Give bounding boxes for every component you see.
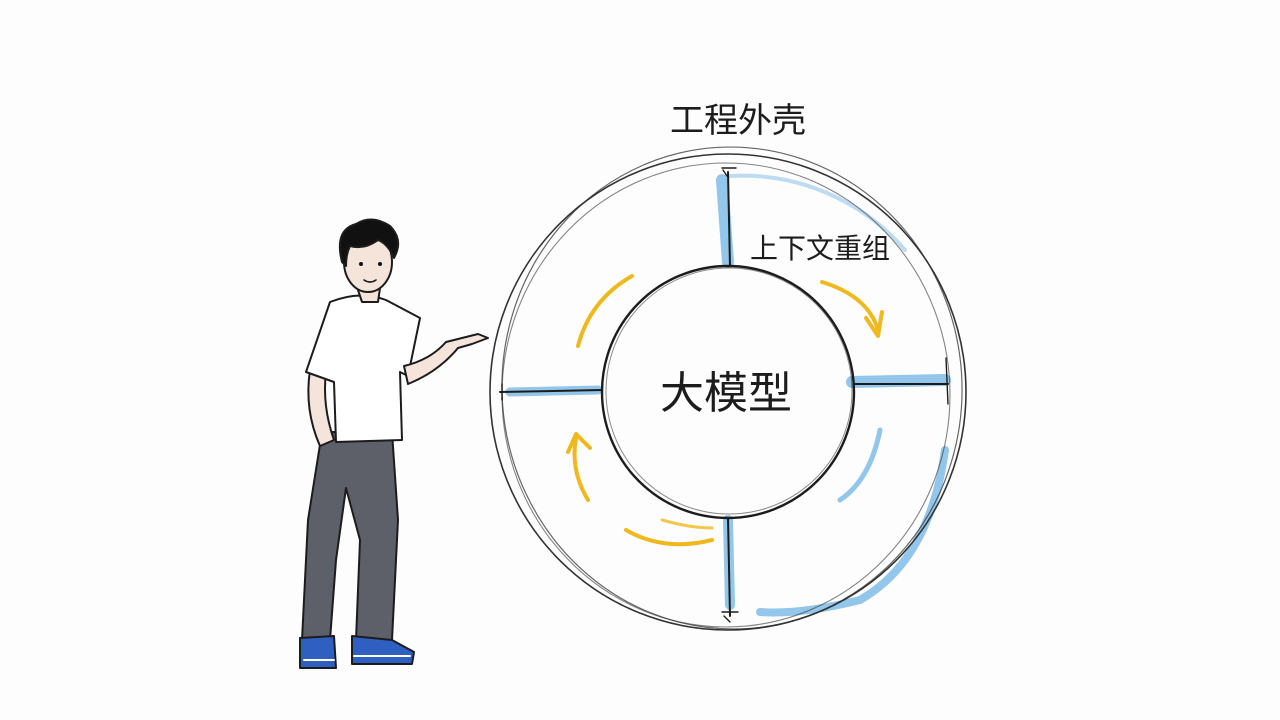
left-shoe — [299, 635, 337, 669]
spoke-lines — [499, 167, 949, 623]
arrow-icon — [820, 280, 880, 332]
tshirt — [305, 294, 421, 443]
person-pointing-figure — [299, 218, 489, 669]
pointing-arm — [403, 333, 489, 385]
arrow-icon — [624, 528, 714, 547]
arrow-icon — [572, 436, 590, 502]
outer-shell-label: 工程外壳 — [670, 101, 806, 141]
left-arm — [307, 369, 335, 447]
spoke-left — [499, 389, 603, 393]
pants — [301, 431, 399, 641]
rotation-arrows — [566, 274, 884, 547]
hair — [338, 218, 400, 267]
core-model-label: 大模型 — [660, 368, 792, 419]
right-shoe — [351, 635, 415, 665]
context-ring-label: 上下文重组 — [750, 232, 890, 265]
spoke-top — [727, 171, 731, 267]
arrow-icon — [576, 274, 634, 348]
spoke-bottom — [727, 517, 731, 617]
